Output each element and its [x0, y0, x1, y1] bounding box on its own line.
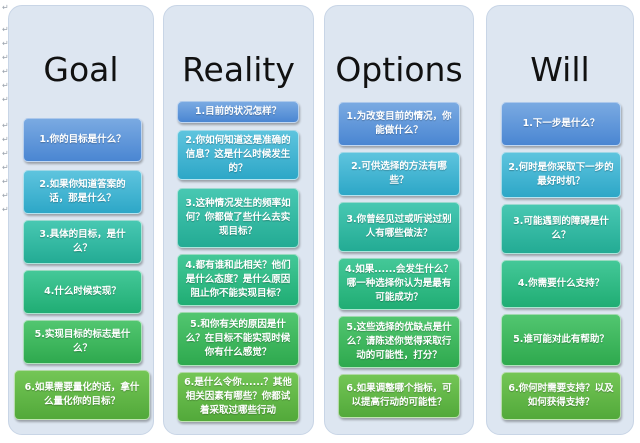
paragraph-marks: ↵ ↵ ↵ ↵ ↵ ↵ ↵ ↵ ↵ ↵ ↵ ↵ ↵ ↵: [0, 0, 12, 443]
options-item-1: 1.为改变目前的情况，你能做什么？: [338, 102, 460, 146]
column-title: Reality: [182, 50, 295, 89]
item-text: 6.是什么令你......？其他相关因素有哪些？你都试着采取过哪些行动: [184, 377, 292, 416]
paragraph-mark: ↵: [2, 53, 9, 62]
item-text: 4.如果......会发生什么？哪一种选择你认为是最有可能成功？: [345, 264, 453, 303]
goal-item-1: 1.你的目标是什么？: [23, 118, 142, 162]
reality-item-3: 3.这种情况发生的频率如何？你都做了些什么去实现目标？: [177, 188, 299, 248]
paragraph-mark: ↵: [2, 149, 9, 158]
item-text: 6.你何时需要支持？以及如何获得支持？: [508, 383, 614, 408]
will-item-3: 3.可能遇到的障碍是什么？: [501, 204, 621, 254]
will-item-4: 4.你需要什么支持？: [501, 260, 621, 308]
item-text: 4.都有谁和此相关？他们是什么态度？是什么原因阻止你不能实现目标？: [185, 260, 291, 299]
options-item-4: 4.如果......会发生什么？哪一种选择你认为是最有可能成功？: [338, 258, 460, 310]
column-title: Will: [530, 50, 590, 89]
paragraph-mark: ↵: [2, 39, 9, 48]
item-text: 1.为改变目前的情况，你能做什么？: [346, 111, 452, 136]
will-item-6: 6.你何时需要支持？以及如何获得支持？: [501, 372, 621, 420]
goal-item-3: 3.具体的目标，是什么？: [23, 220, 142, 264]
goal-item-5: 5.实现目标的标志是什么？: [23, 320, 142, 364]
item-text: 3.你曾经见过或听说过别人有哪些做法？: [346, 214, 452, 239]
item-text: 5.实现目标的标志是什么？: [34, 329, 131, 354]
goal-column: Goal 1.你的目标是什么？ 2.如果你知道答案的话，那是什么？ 3.具体的目…: [8, 5, 154, 435]
will-column: Will 1.下一步是什么？ 2.何时是你采取下一步的最好时机？ 3.可能遇到的…: [486, 5, 634, 435]
item-text: 5.谁可能对此有帮助？: [513, 334, 609, 345]
item-text: 3.这种情况发生的频率如何？你都做了些什么去实现目标？: [185, 198, 291, 237]
item-text: 2.你如何知道这是准确的信息？这是什么时候发生的？: [185, 135, 291, 174]
goal-item-6: 6.如果需要量化的话，拿什么量化你的目标？: [14, 370, 150, 420]
paragraph-mark: ↵: [2, 163, 9, 172]
paragraph-mark: ↵: [2, 67, 9, 76]
item-text: 1.目前的状况怎样？: [194, 106, 282, 117]
item-text: 1.下一步是什么？: [522, 118, 600, 129]
paragraph-mark: ↵: [2, 3, 9, 12]
options-item-5: 5.这些选择的优缺点是什么？请陈述你觉得采取行动的可能性，打分？: [338, 316, 460, 368]
goal-item-4: 4.什么时候实现？: [23, 270, 142, 314]
paragraph-mark: ↵: [2, 205, 9, 214]
item-text: 4.你需要什么支持？: [517, 278, 605, 289]
item-text: 3.具体的目标，是什么？: [39, 229, 126, 254]
item-text: 3.可能遇到的障碍是什么？: [513, 216, 609, 241]
item-text: 6.如果需要量化的话，拿什么量化你的目标？: [24, 382, 140, 407]
options-item-2: 2.可供选择的方法有哪些？: [338, 152, 460, 196]
item-text: 2.何时是你采取下一步的最好时机？: [508, 162, 614, 187]
item-text: 4.什么时候实现？: [44, 286, 121, 297]
reality-item-1: 1.目前的状况怎样？: [177, 101, 299, 123]
will-item-5: 5.谁可能对此有帮助？: [501, 314, 621, 366]
column-title: Goal: [43, 50, 119, 89]
paragraph-mark: ↵: [2, 177, 9, 186]
paragraph-mark: ↵: [2, 135, 9, 144]
item-text: 5.和你有关的原因是什么？在目标不能实现时候你有什么感觉？: [185, 319, 291, 358]
item-text: 5.这些选择的优缺点是什么？请陈述你觉得采取行动的可能性，打分？: [346, 322, 452, 361]
column-title: Options: [335, 50, 463, 89]
goal-item-2: 2.如果你知道答案的话，那是什么？: [23, 170, 142, 214]
item-text: 2.如果你知道答案的话，那是什么？: [39, 179, 126, 204]
paragraph-mark: ↵: [2, 121, 9, 130]
options-item-3: 3.你曾经见过或听说过别人有哪些做法？: [338, 202, 460, 252]
item-text: 6.如果调整哪个指标，可以提高行动的可能性？: [346, 383, 452, 408]
item-text: 2.可供选择的方法有哪些？: [351, 161, 447, 186]
paragraph-mark: ↵: [2, 95, 9, 104]
reality-column: Reality 1.目前的状况怎样？ 2.你如何知道这是准确的信息？这是什么时候…: [163, 5, 314, 435]
paragraph-mark: ↵: [2, 191, 9, 200]
reality-item-2: 2.你如何知道这是准确的信息？这是什么时候发生的？: [177, 130, 299, 180]
options-item-6: 6.如果调整哪个指标，可以提高行动的可能性？: [338, 374, 460, 418]
paragraph-mark: ↵: [2, 25, 9, 34]
paragraph-mark: ↵: [2, 81, 9, 90]
options-column: Options 1.为改变目前的情况，你能做什么？ 2.可供选择的方法有哪些？ …: [324, 5, 474, 435]
reality-item-6: 6.是什么令你......？其他相关因素有哪些？你都试着采取过哪些行动: [177, 372, 299, 422]
will-item-2: 2.何时是你采取下一步的最好时机？: [501, 152, 621, 198]
reality-item-4: 4.都有谁和此相关？他们是什么态度？是什么原因阻止你不能实现目标？: [177, 254, 299, 306]
will-item-1: 1.下一步是什么？: [501, 102, 621, 146]
reality-item-5: 5.和你有关的原因是什么？在目标不能实现时候你有什么感觉？: [177, 312, 299, 366]
item-text: 1.你的目标是什么？: [39, 134, 126, 145]
